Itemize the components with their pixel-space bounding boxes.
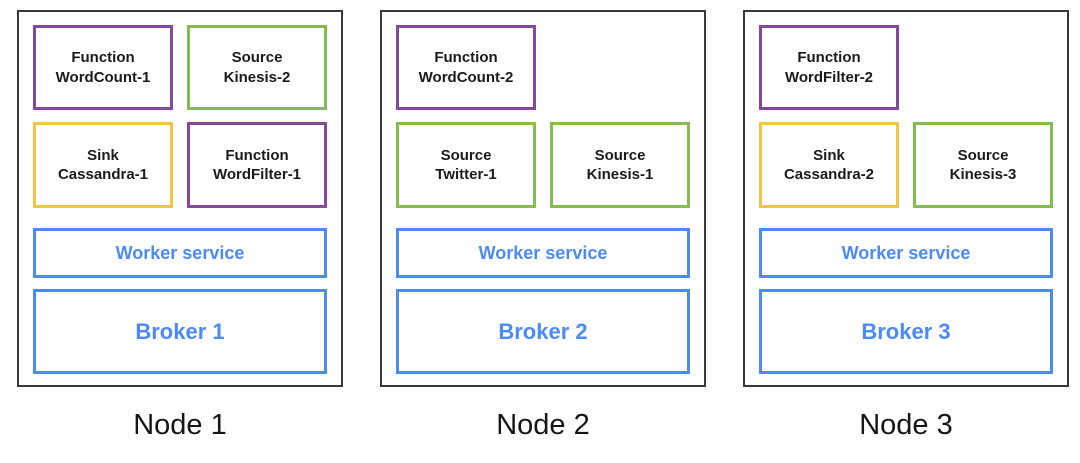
broker-3-box: Broker 3: [759, 289, 1053, 374]
component-function-wordcount-2: Function WordCount-2: [396, 25, 536, 110]
component-name-label: WordFilter-1: [212, 166, 302, 183]
component-type-label: Source: [594, 146, 646, 164]
broker-1-box: Broker 1: [33, 289, 327, 374]
component-name-label: WordCount-1: [55, 68, 151, 86]
component-type-label: Source: [440, 146, 492, 164]
component-function-wordfilter-1: Function WordFilter-1: [187, 122, 327, 208]
component-name-label: Kinesis-3: [949, 166, 1017, 183]
node-2-row-2: Source Twitter-1 Source Kinesis-1: [396, 122, 690, 208]
node-1-row-2: Sink Cassandra-1 Function WordFilter-1: [33, 122, 327, 208]
worker-service-box: Worker service: [759, 228, 1053, 278]
node-2: Function WordCount-2 Source Twitter-1 So…: [380, 10, 706, 463]
node-2-label: Node 2: [496, 409, 590, 441]
component-name-label: Kinesis-2: [223, 68, 291, 86]
component-type-label: Sink: [87, 146, 119, 164]
broker-2-box: Broker 2: [396, 289, 690, 374]
node-1: Function WordCount-1 Source Kinesis-2 Si…: [17, 10, 343, 463]
worker-service-box: Worker service: [396, 228, 690, 278]
component-type-label: Source: [957, 146, 1009, 164]
node-3-row-1: Function WordFilter-2: [759, 25, 1053, 110]
node-3-box: Function WordFilter-2 Sink Cassandra-2 S…: [743, 10, 1069, 387]
component-type-label: Sink: [813, 146, 845, 164]
node-3-label: Node 3: [859, 409, 953, 441]
node-2-row-1: Function WordCount-2: [396, 25, 690, 110]
component-name-label: WordCount-2: [418, 68, 514, 86]
component-type-label: Function: [225, 146, 289, 164]
component-name-label: WordFilter-2: [784, 68, 874, 86]
component-name-label: Twitter-1: [435, 166, 497, 183]
component-name-label: Kinesis-1: [586, 166, 654, 183]
component-source-kinesis-2: Source Kinesis-2: [187, 25, 327, 110]
component-sink-cassandra-1: Sink Cassandra-1: [33, 122, 173, 208]
node-1-label: Node 1: [133, 409, 227, 441]
component-function-wordcount-1: Function WordCount-1: [33, 25, 173, 110]
component-type-label: Source: [231, 49, 283, 66]
node-1-box: Function WordCount-1 Source Kinesis-2 Si…: [17, 10, 343, 387]
component-type-label: Function: [71, 49, 135, 66]
component-type-label: Function: [797, 49, 861, 66]
node-3: Function WordFilter-2 Sink Cassandra-2 S…: [743, 10, 1069, 463]
component-source-kinesis-3: Source Kinesis-3: [913, 122, 1053, 208]
worker-service-box: Worker service: [33, 228, 327, 278]
component-name-label: Cassandra-2: [783, 166, 875, 183]
component-name-label: Cassandra-1: [57, 166, 149, 183]
component-source-kinesis-1: Source Kinesis-1: [550, 122, 690, 208]
node-3-row-2: Sink Cassandra-2 Source Kinesis-3: [759, 122, 1053, 208]
node-2-box: Function WordCount-2 Source Twitter-1 So…: [380, 10, 706, 387]
component-source-twitter-1: Source Twitter-1: [396, 122, 536, 208]
component-sink-cassandra-2: Sink Cassandra-2: [759, 122, 899, 208]
node-1-row-1: Function WordCount-1 Source Kinesis-2: [33, 25, 327, 110]
component-function-wordfilter-2: Function WordFilter-2: [759, 25, 899, 110]
component-type-label: Function: [434, 49, 498, 66]
